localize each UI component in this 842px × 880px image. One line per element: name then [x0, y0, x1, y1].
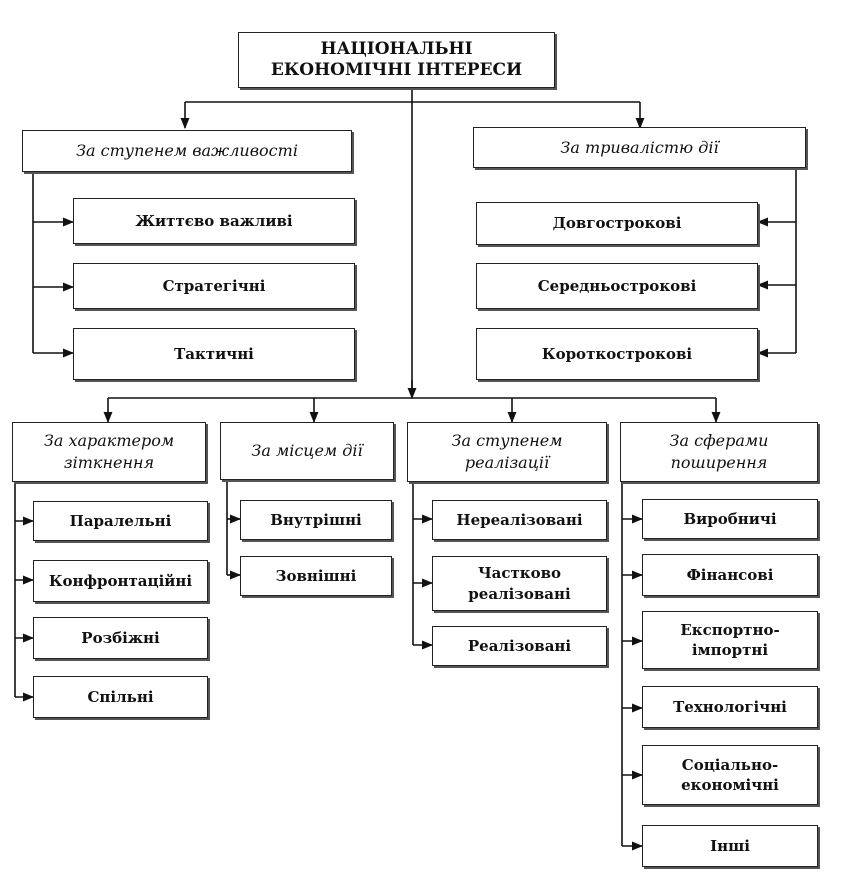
category-importance: За ступенем важливості	[22, 130, 352, 172]
spheres-item-technological: Технологічні	[642, 686, 818, 728]
collision-item-common: Спільні	[33, 676, 208, 718]
importance-item-vital: Життєво важливі	[73, 198, 355, 244]
importance-item-strategic: Стратегічні	[73, 263, 355, 309]
spheres-item-other: Інші	[642, 825, 818, 867]
category-spheres-label: За сферами поширення	[669, 431, 769, 472]
spheres-item-export-import: Експортно-імпортні	[642, 611, 818, 669]
duration-item-medium: Середньострокові	[476, 263, 758, 309]
duration-item-short: Короткострокові	[476, 328, 758, 380]
spheres-item-financial: Фінансові	[642, 554, 818, 596]
category-collision-label: За характером зіткнення	[43, 431, 175, 472]
collision-item-divergent: Розбіжні	[33, 617, 208, 659]
category-duration: За тривалістю дії	[473, 127, 806, 168]
category-duration-label: За тривалістю дії	[560, 137, 719, 157]
root-title: НАЦІОНАЛЬНІ ЕКОНОМІЧНІ ІНТЕРЕСИ	[270, 38, 523, 80]
collision-item-parallel: Паралельні	[33, 501, 208, 541]
root-box: НАЦІОНАЛЬНІ ЕКОНОМІЧНІ ІНТЕРЕСИ	[238, 32, 555, 88]
collision-item-confrontational: Конфронтаційні	[33, 560, 208, 602]
category-realization-label: За ступенем реалізації	[451, 431, 563, 472]
category-place-label: За місцем дії	[251, 441, 363, 461]
place-item-external: Зовнішні	[240, 556, 392, 596]
category-spheres: За сферами поширення	[620, 422, 818, 482]
duration-item-long: Довгострокові	[476, 202, 758, 245]
spheres-item-socio-economic: Соціально-економічні	[642, 745, 818, 805]
realization-item-realized: Реалізовані	[432, 626, 607, 666]
category-importance-label: За ступенем важливості	[76, 141, 298, 161]
realization-item-partial: Частково реалізовані	[432, 556, 607, 611]
importance-item-tactical: Тактичні	[73, 328, 355, 380]
realization-item-unrealized: Нереалізовані	[432, 500, 607, 540]
category-place: За місцем дії	[220, 422, 394, 480]
place-item-internal: Внутрішні	[240, 500, 392, 540]
category-realization: За ступенем реалізації	[407, 422, 607, 482]
spheres-item-production: Виробничі	[642, 499, 818, 539]
category-collision: За характером зіткнення	[12, 422, 206, 482]
